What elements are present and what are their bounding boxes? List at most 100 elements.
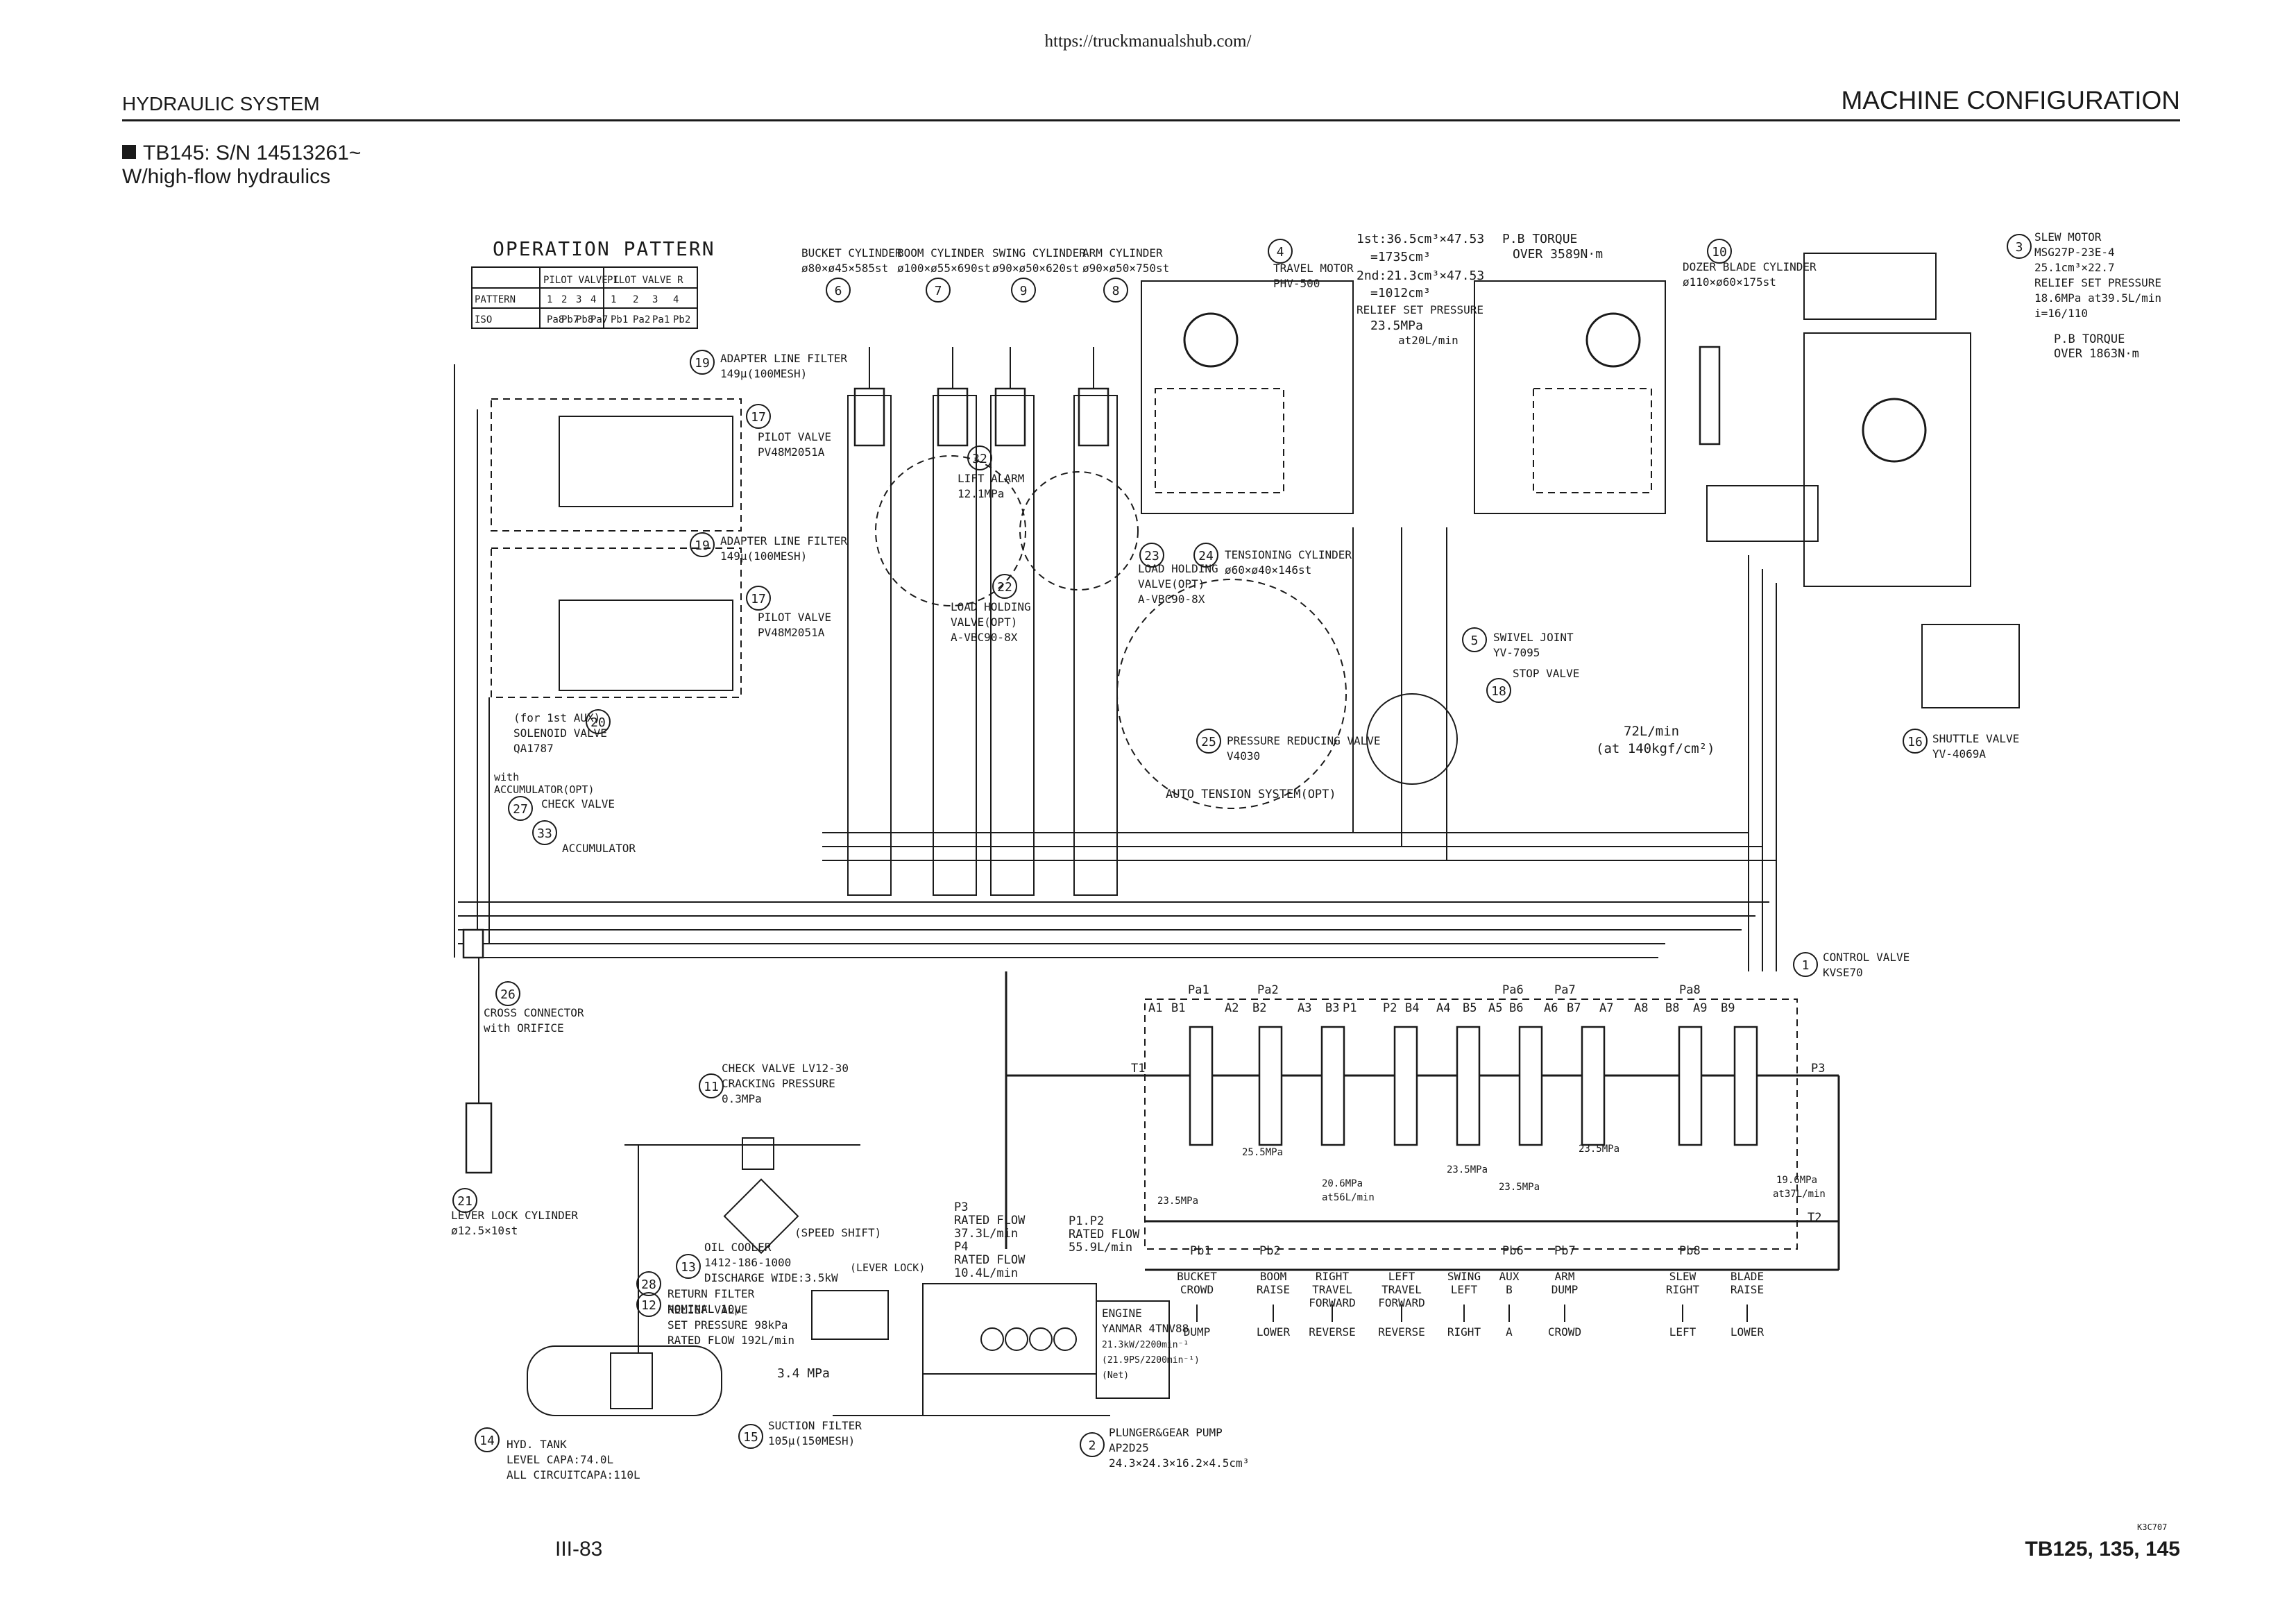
callout-label: ø90×ø50×620st — [992, 262, 1079, 275]
callout-label: ø12.5×10st — [451, 1224, 518, 1237]
p3-flow-line: 37.3L/min — [954, 1227, 1018, 1241]
callout-label: RETURN FILTER — [667, 1287, 755, 1300]
callout-label: CRACKING PRESSURE — [722, 1077, 835, 1090]
callout-balloon — [1193, 543, 1218, 568]
engine-line: ENGINE — [1102, 1307, 1142, 1320]
callout-number: 23 — [1144, 549, 1159, 563]
callout-label: PILOT VALVE — [758, 611, 831, 624]
accumulator-note-2: ACCUMULATOR(OPT) — [494, 783, 595, 796]
pattern-cell: 3 — [576, 294, 581, 305]
callout-balloon — [926, 278, 951, 303]
cv-port: B7 — [1567, 1001, 1581, 1015]
page-title: MACHINE CONFIGURATION — [1841, 86, 2180, 114]
callout-balloon — [636, 1271, 661, 1296]
callout-number: 11 — [704, 1080, 719, 1094]
pattern-cell: 2 — [633, 294, 638, 305]
callout-label: LEVEL CAPA:74.0L — [507, 1453, 613, 1466]
callout-label: ALL CIRCUITCAPA:110L — [507, 1468, 640, 1481]
variant-line: W/high-flow hydraulics — [122, 165, 331, 188]
tm-spec-relief-label: RELIEF SET PRESSURE — [1357, 303, 1483, 316]
callout-number: 16 — [1907, 735, 1923, 749]
cv-port: P2 — [1383, 1001, 1397, 1015]
misc-labels: 72L/min (at 140kgf/cm²) AUTO TENSION SYS… — [494, 724, 2167, 1532]
callout-balloon — [690, 532, 715, 557]
callout-number: 3 — [2016, 240, 2023, 255]
callout-number: 10 — [1712, 245, 1727, 260]
callout-number: 19 — [695, 356, 710, 371]
cv-port: A7 — [1599, 1001, 1613, 1015]
callout-number: 12 — [641, 1298, 656, 1313]
callout-label: SLEW MOTOR — [2034, 230, 2102, 244]
cv-relief: 20.6MPa — [1322, 1178, 1363, 1189]
callout-balloon — [1103, 278, 1128, 303]
callout-balloon — [1903, 729, 1928, 754]
callout-label: 18.6MPa at39.5L/min — [2034, 291, 2161, 305]
callout-label: with ORIFICE — [484, 1021, 564, 1035]
function-up: DUMP — [1551, 1283, 1579, 1296]
function-name: BOOM — [1260, 1270, 1287, 1283]
callout-label: CHECK VALVE — [541, 797, 615, 810]
cv-port-p3: P3 — [1811, 1062, 1825, 1076]
callout-number: 18 — [1491, 684, 1506, 699]
callout-label: MSG27P-23E-4 — [2034, 246, 2115, 259]
function-up: B — [1506, 1283, 1513, 1296]
cv-port-t2: T2 — [1808, 1211, 1821, 1225]
callout-balloon — [452, 1188, 477, 1213]
callout-balloon — [1080, 1432, 1105, 1457]
tm-spec-relief-value: 23.5MPa — [1370, 318, 1423, 333]
p3-flow-line: RATED FLOW — [954, 1214, 1026, 1227]
cv-port: B9 — [1721, 1001, 1735, 1015]
bullet-square-icon — [122, 145, 136, 159]
callout-label: PV48M2051A — [758, 445, 825, 459]
callout-number: 8 — [1112, 284, 1120, 298]
callout-number: 20 — [590, 715, 606, 730]
function-up: FORWARD — [1309, 1296, 1355, 1309]
callout-label: SET PRESSURE 98kPa — [667, 1318, 788, 1332]
callout-label: 12.1MPa — [958, 487, 1004, 500]
function-down: REVERSE — [1309, 1325, 1355, 1339]
hydraulic-lines — [454, 253, 2020, 1416]
accumulator-note-1: with — [494, 771, 519, 783]
function-down: DUMP — [1184, 1325, 1211, 1339]
callout-balloon — [586, 709, 611, 734]
callout-number: 33 — [537, 826, 552, 841]
cv-pilot-top: Pa6 — [1502, 983, 1524, 997]
cv-pilot-top: Pa7 — [1554, 983, 1576, 997]
callout-label: STOP VALVE — [1513, 667, 1579, 680]
callout-number: 2 — [1089, 1438, 1096, 1453]
cv-relief: 19.6MPa — [1776, 1175, 1817, 1186]
pattern-cell: Pb2 — [673, 314, 690, 325]
callout-label: SHUTTLE VALVE — [1932, 732, 2019, 745]
callout-number: 17 — [751, 410, 766, 425]
cv-pilot-bottom: Pb1 — [1190, 1244, 1211, 1258]
pattern-cell: 3 — [652, 294, 658, 305]
callout-label: TENSIONING CYLINDER — [1225, 548, 1352, 561]
cv-port: A2 — [1225, 1001, 1239, 1015]
callout-balloon — [738, 1424, 763, 1449]
cv-pilot-top: Pa2 — [1257, 983, 1279, 997]
callout-label: PILOT VALVE — [758, 430, 831, 443]
callout-label: ø110×ø60×175st — [1683, 275, 1776, 289]
cv-port: A4 — [1436, 1001, 1450, 1015]
callout-balloon — [2007, 234, 2032, 259]
header-rule — [122, 119, 2180, 121]
callout-number: 19 — [695, 538, 710, 553]
function-table: BUCKETCROWDDUMPBOOMRAISELOWERRIGHTTRAVEL… — [1177, 1270, 1764, 1339]
callout-label: V4030 — [1227, 749, 1260, 763]
callout-balloon — [826, 278, 851, 303]
callout-label: SWIVEL JOINT — [1493, 631, 1574, 644]
pattern-cell: 1 — [547, 294, 552, 305]
callout-label: BOOM CYLINDER — [897, 246, 985, 260]
callout-label: 24.3×24.3×16.2×4.5cm³ — [1109, 1456, 1249, 1470]
callout-balloon — [699, 1073, 724, 1098]
stop-valve-flow-2: (at 140kgf/cm²) — [1596, 741, 1715, 756]
auto-tension-label: AUTO TENSION SYSTEM(OPT) — [1166, 788, 1336, 801]
callout-label: PV48M2051A — [758, 626, 825, 639]
function-name: TRAVEL — [1312, 1283, 1352, 1296]
callout-label: YV-7095 — [1493, 646, 1540, 659]
model-line: TB145: S/N 14513261~ — [122, 142, 361, 165]
